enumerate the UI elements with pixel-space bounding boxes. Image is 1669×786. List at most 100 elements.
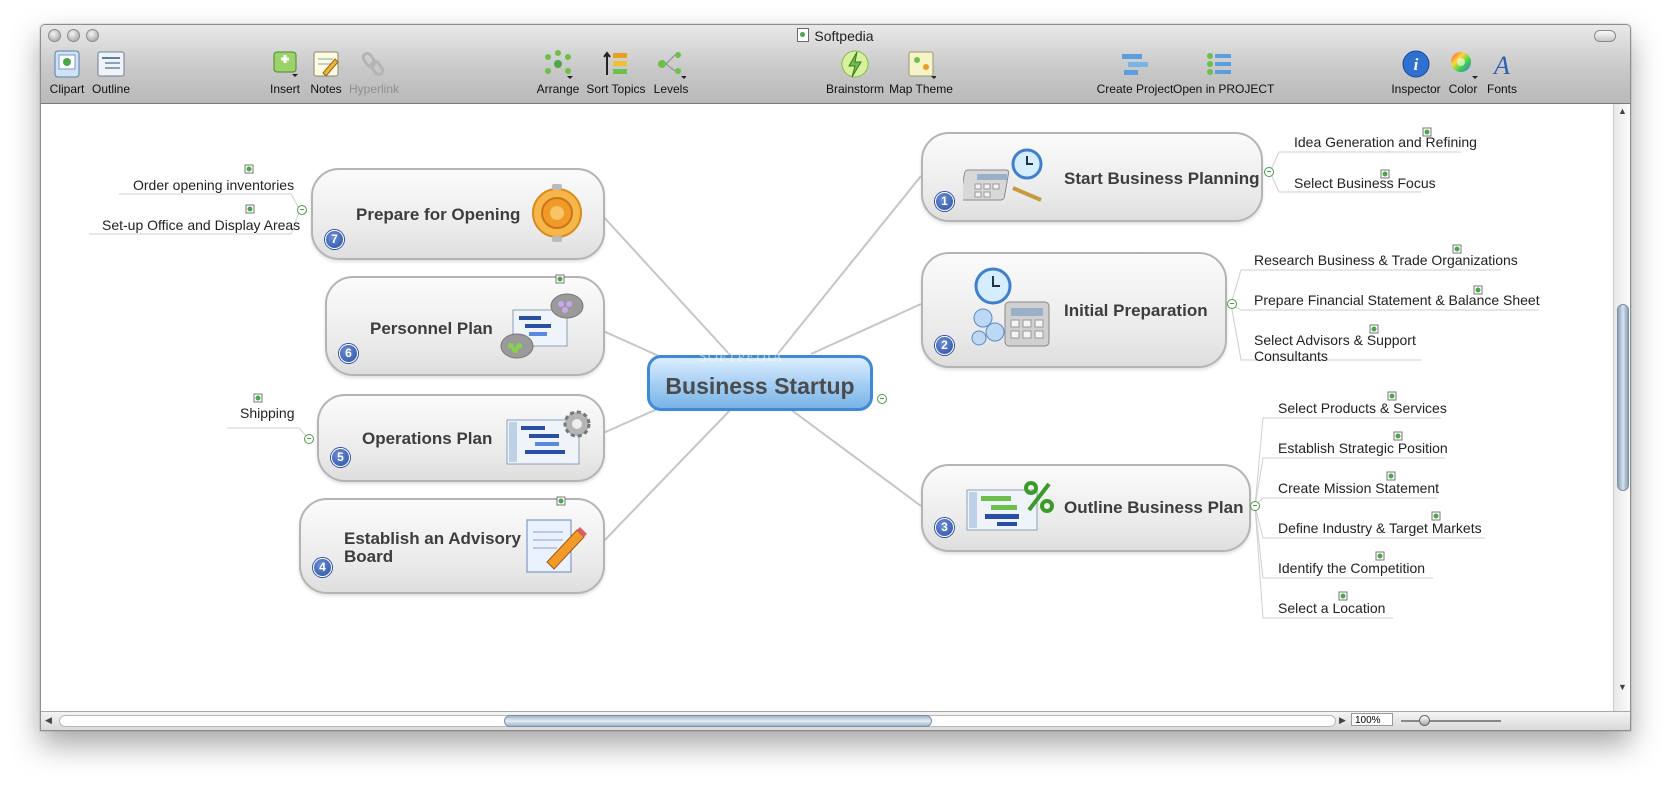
subtopic-idea-generation[interactable]: Idea Generation and Refining	[1294, 134, 1477, 150]
inspector-button[interactable]: i Inspector	[1389, 49, 1443, 96]
app-window: Softpedia Clipart Outline Insert Notes	[40, 24, 1631, 731]
levels-label: Levels	[653, 82, 689, 96]
subtopic-opening-inventories[interactable]: Order opening inventories	[133, 177, 295, 193]
vertical-scroll-thumb[interactable]	[1617, 304, 1629, 491]
outline-button[interactable]: Outline	[91, 49, 131, 96]
topic-prepare-for-opening[interactable]: Prepare for Opening 7	[311, 168, 605, 260]
topic-3-collapse-button[interactable]	[1250, 501, 1260, 511]
minimize-window-button[interactable]	[67, 29, 80, 42]
color-button[interactable]: Color	[1445, 49, 1481, 96]
create-project-label: Create Project	[1096, 82, 1174, 96]
scroll-left-icon[interactable]: ◀	[45, 715, 52, 725]
horizontal-scroll-thumb[interactable]	[504, 715, 932, 727]
lightning-icon	[840, 49, 870, 79]
clipart-marker-icon[interactable]	[1369, 321, 1379, 334]
clipart-marker-icon[interactable]	[245, 201, 255, 214]
document-icon	[797, 28, 810, 42]
clipart-marker-icon[interactable]	[1386, 468, 1396, 481]
gantt-gear-icon	[505, 410, 595, 471]
insert-topic-icon	[270, 49, 300, 79]
clipart-button[interactable]: Clipart	[48, 49, 86, 96]
clipart-marker-icon[interactable]	[244, 161, 254, 174]
sort-topics-button[interactable]: Sort Topics	[584, 49, 648, 96]
scroll-right-icon[interactable]: ▶	[1339, 715, 1346, 725]
topic-outline-business-plan[interactable]: Outline Business Plan 3	[921, 464, 1251, 552]
window-title-text: Softpedia	[814, 28, 874, 44]
clipart-marker-icon[interactable]	[556, 493, 566, 506]
toolbar: Softpedia Clipart Outline Insert Notes	[41, 25, 1630, 104]
subtopic-competition[interactable]: Identify the Competition	[1278, 560, 1426, 576]
clipart-label: Clipart	[49, 82, 85, 96]
clipart-marker-icon[interactable]	[1380, 166, 1390, 179]
topic-initial-preparation[interactable]: Initial Preparation 2	[921, 252, 1227, 368]
open-in-project-button[interactable]: Open in PROJECT	[1173, 49, 1274, 96]
topic-number-badge: 3	[935, 518, 954, 537]
zoom-slider-track[interactable]	[1401, 720, 1501, 722]
mindmap-canvas[interactable]: Business Startup SOFTPEDIA Start Busines…	[41, 104, 1613, 712]
arrange-button[interactable]: Arrange	[535, 49, 581, 96]
topic-personnel-plan[interactable]: Personnel Plan 6	[325, 276, 605, 376]
topic-title-line2: Board	[344, 547, 394, 566]
notes-label: Notes	[310, 82, 342, 96]
fonts-label: Fonts	[1486, 82, 1517, 96]
clipart-marker-icon[interactable]	[1431, 508, 1441, 521]
create-project-button[interactable]: Create Project	[1093, 49, 1177, 96]
brainstorm-button[interactable]: Brainstorm	[825, 49, 885, 96]
subtopic-industry-markets[interactable]: Define Industry & Target Markets	[1278, 520, 1482, 536]
fonts-button[interactable]: A Fonts	[1485, 49, 1519, 96]
topic-title: Start Business Planning	[1064, 169, 1260, 188]
horizontal-scrollbar[interactable]: ◀ ▶ 100%	[41, 711, 1630, 730]
zoom-level-field[interactable]: 100%	[1351, 713, 1393, 726]
subtopic-shipping[interactable]: Shipping	[240, 405, 295, 421]
subtopic-select-advisors[interactable]: Select Advisors & Support	[1254, 332, 1416, 348]
notes-button[interactable]: Notes	[308, 49, 344, 96]
subtopic-location[interactable]: Select a Location	[1278, 600, 1386, 616]
topic-1-collapse-button[interactable]	[1264, 167, 1274, 177]
clipart-marker-icon[interactable]	[1473, 282, 1483, 295]
hyperlink-icon	[359, 49, 389, 79]
subtopic-strategic-position[interactable]: Establish Strategic Position	[1278, 440, 1448, 456]
levels-button[interactable]: Levels	[651, 49, 691, 96]
central-collapse-button[interactable]	[877, 394, 887, 404]
calculator-clock-icon	[959, 148, 1053, 213]
subtopic-research-business[interactable]: Research Business & Trade Organizations	[1254, 252, 1518, 268]
open-in-project-icon	[1204, 49, 1234, 79]
topic-7-collapse-button[interactable]	[297, 205, 307, 215]
clipart-marker-icon[interactable]	[555, 271, 565, 284]
topic-start-business-planning[interactable]: Start Business Planning 1	[921, 132, 1263, 222]
topic-number-badge: 7	[325, 230, 344, 249]
clipart-marker-icon[interactable]	[1393, 428, 1403, 441]
sort-topics-label: Sort Topics	[586, 82, 646, 96]
topic-operations-plan[interactable]: Operations Plan 5	[317, 394, 605, 482]
topic-number-badge: 4	[313, 558, 332, 577]
central-topic[interactable]: Business Startup	[647, 355, 873, 411]
clipart-marker-icon[interactable]	[1452, 241, 1462, 254]
clipart-marker-icon[interactable]	[1375, 548, 1385, 561]
sort-topics-icon	[601, 49, 631, 79]
subtopic-financial-statement[interactable]: Prepare Financial Statement & Balance Sh…	[1254, 292, 1540, 308]
gantt-percent-icon	[965, 480, 1055, 539]
clipart-marker-icon[interactable]	[1387, 388, 1397, 401]
topic-establish-advisory-board[interactable]: Establish an Advisory Board 4	[299, 498, 605, 594]
subtopic-products-services[interactable]: Select Products & Services	[1278, 400, 1447, 416]
vertical-scrollbar[interactable]: ▲ ▼	[1613, 104, 1630, 712]
subtopic-select-business-focus[interactable]: Select Business Focus	[1294, 175, 1436, 191]
toolbar-toggle-button[interactable]	[1594, 30, 1616, 42]
topic-2-collapse-button[interactable]	[1227, 299, 1237, 309]
hyperlink-button[interactable]: Hyperlink	[348, 49, 400, 96]
scroll-up-icon[interactable]: ▲	[1618, 106, 1627, 116]
scroll-down-icon[interactable]: ▼	[1618, 682, 1627, 692]
map-theme-button[interactable]: Map Theme	[889, 49, 953, 96]
subtopic-mission-statement[interactable]: Create Mission Statement	[1278, 480, 1440, 496]
zoom-window-button[interactable]	[86, 29, 99, 42]
subtopic-select-advisors-line2[interactable]: Consultants	[1254, 348, 1328, 364]
topic-5-collapse-button[interactable]	[304, 434, 314, 444]
insert-button[interactable]: Insert	[264, 49, 306, 96]
close-window-button[interactable]	[48, 29, 61, 42]
zoom-slider-knob[interactable]	[1419, 715, 1430, 726]
clipart-marker-icon[interactable]	[1338, 588, 1348, 601]
clipart-marker-icon[interactable]	[1422, 124, 1432, 137]
subtopic-office-display[interactable]: Set-up Office and Display Areas	[102, 217, 301, 233]
clipart-marker-icon[interactable]	[253, 390, 263, 403]
outline-icon	[96, 49, 126, 79]
